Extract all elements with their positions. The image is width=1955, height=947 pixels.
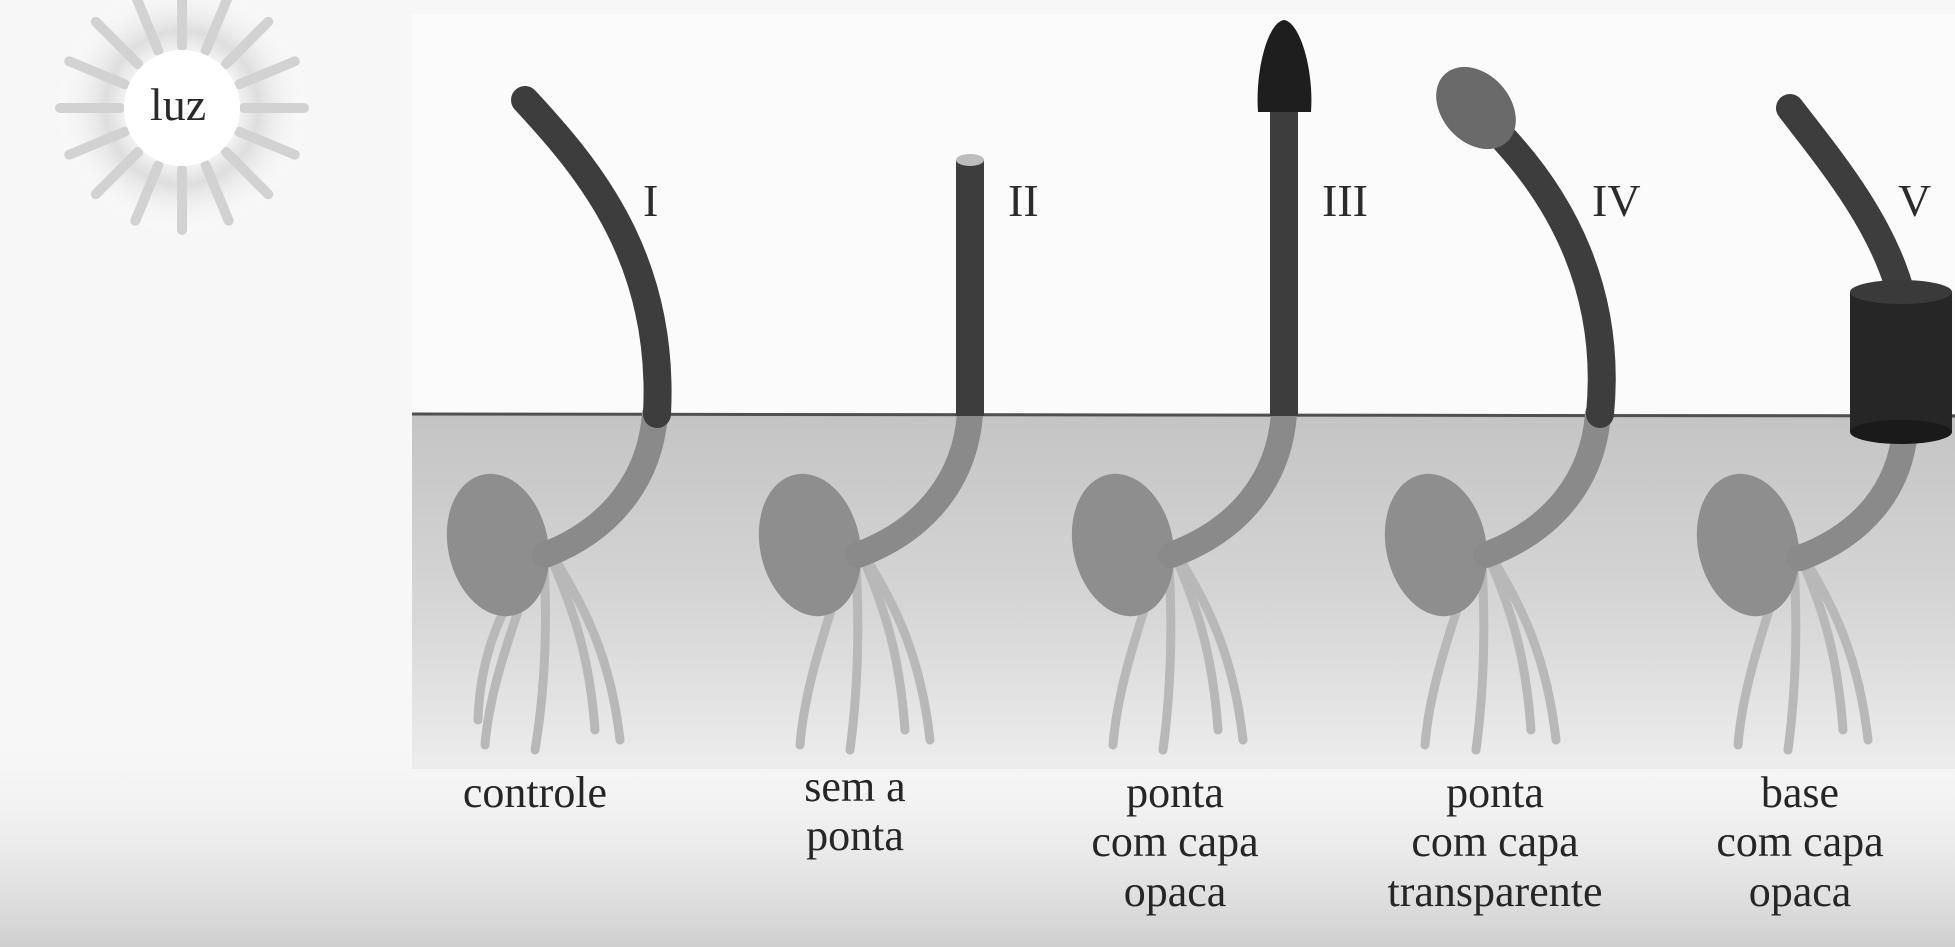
numeral-5: V	[1898, 178, 1931, 224]
numeral-2: II	[1008, 178, 1039, 224]
cut-tip	[956, 154, 984, 166]
caption-5: base com capa opaca	[1680, 768, 1920, 916]
caption-2: sem a ponta	[760, 762, 950, 861]
stem	[1270, 110, 1298, 416]
light-label: luz	[150, 78, 206, 131]
caption-3: ponta com capa opaca	[1060, 768, 1290, 916]
stem	[956, 160, 984, 416]
numeral-1: I	[643, 178, 658, 224]
numeral-3: III	[1322, 178, 1368, 224]
caption-1: controle	[430, 768, 640, 817]
base-opaque-cap	[1850, 280, 1952, 444]
caption-4: ponta com capa transparente	[1350, 768, 1640, 916]
numeral-4: IV	[1592, 178, 1641, 224]
